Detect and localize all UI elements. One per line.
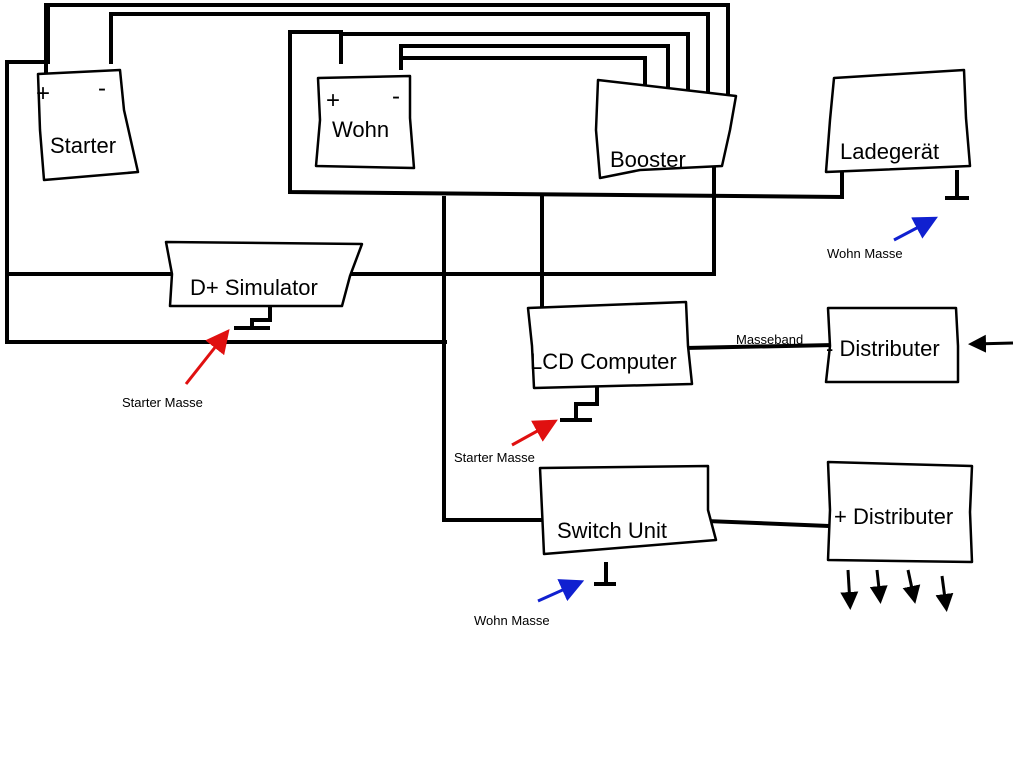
ground-lcd [560, 386, 599, 422]
wires [5, 3, 969, 586]
ground-ladegeraet [945, 170, 969, 200]
lcd-computer-label: LCD Computer [530, 349, 677, 374]
ladegeraet-box: Ladegerät [824, 68, 972, 174]
wire-masseband [683, 342, 835, 351]
ground-switch [594, 562, 616, 586]
ground-d-simulator [234, 304, 272, 330]
d-simulator-label: D+ Simulator [190, 275, 318, 300]
masseband-label: Masseband [736, 332, 803, 347]
minus-distributer-label: - Distributer [826, 336, 940, 361]
starter-masse-label-d-simulator: Starter Masse [122, 395, 203, 410]
booster-label: Booster [610, 147, 686, 172]
wire-starter-minus [109, 12, 710, 102]
starter-plus-label: + [36, 80, 50, 107]
booster-box: Booster [594, 78, 738, 180]
wohn-masse-label-switch: Wohn Masse [474, 613, 550, 628]
minus-distributer-box: - Distributer [824, 306, 960, 384]
switch-unit-box: Switch Unit [538, 464, 718, 556]
arrows [184, 216, 1014, 612]
blue-arrow-switch [537, 579, 585, 603]
lcd-computer-box: LCD Computer [526, 300, 694, 390]
output-arrow-1 [840, 569, 859, 610]
starter-box: + - Starter [36, 68, 140, 182]
wire-booster-dplus [5, 166, 716, 276]
wire-loop [288, 30, 844, 200]
wire-switch-plus-dist [703, 518, 833, 529]
wire-wohn-plus [339, 32, 690, 110]
output-arrow-4 [935, 575, 954, 612]
plus-distributer-label: + Distributer [834, 504, 953, 529]
wohn-masse-label-ladegeraet: Wohn Masse [827, 246, 903, 261]
ladegeraet-label: Ladegerät [840, 139, 939, 164]
red-arrow-lcd [511, 419, 558, 447]
starter-masse-label-lcd: Starter Masse [454, 450, 535, 465]
output-arrow-3 [902, 569, 921, 604]
wohn-box: + - Wohn [314, 74, 416, 170]
output-arrow-2 [869, 569, 888, 604]
plus-distributer-box: + Distributer [826, 460, 974, 564]
d-simulator-box: D+ Simulator [164, 240, 364, 308]
wire-to-switch [442, 196, 542, 522]
input-arrow-minus-distributer [968, 334, 1014, 353]
red-arrow-d-simulator [184, 328, 230, 385]
wohn-plus-label: + [326, 87, 340, 114]
starter-minus-label: - [98, 75, 106, 102]
blue-arrow-ladegeraet [893, 216, 938, 242]
starter-label: Starter [50, 133, 116, 158]
wohn-minus-label: - [392, 83, 400, 110]
switch-unit-label: Switch Unit [557, 518, 667, 543]
wohn-label: Wohn [332, 117, 389, 142]
